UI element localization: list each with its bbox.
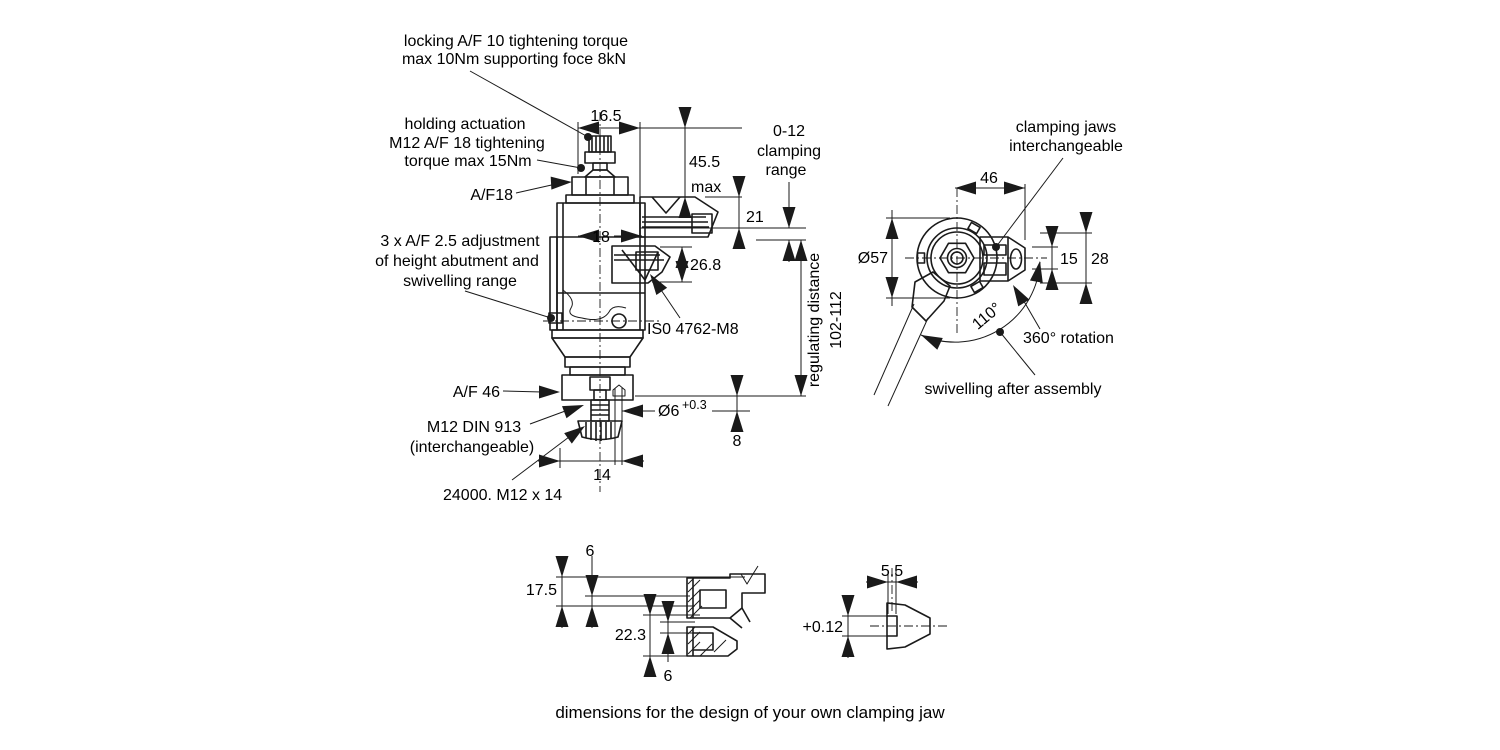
- callout-adjust-line3: swivelling range: [403, 273, 517, 290]
- jaw-top-detail: 5.5 +0.12: [803, 563, 947, 658]
- dim-clamp-3: range: [766, 162, 807, 179]
- front-callout-leaders: [464, 70, 681, 481]
- side-texts: clamping jaws interchangeable 46 Ø57 15 …: [858, 119, 1123, 398]
- dim-dia57: Ø57: [858, 250, 888, 267]
- dim-26-8: 26.8: [690, 257, 721, 274]
- callout-holding-line3: torque max 15Nm: [404, 153, 531, 170]
- jaw-section-texts: 6 17.5 22.3 6: [526, 543, 673, 685]
- dim-17-5: 17.5: [526, 582, 557, 599]
- callout-order-number: 24000. M12 x 14: [443, 487, 562, 504]
- dim-regulating-distance: regulating distance: [806, 253, 823, 387]
- dim-plus-0-12: +0.12: [803, 619, 844, 636]
- dim-clamp-1: 0-12: [773, 123, 805, 140]
- dim-16-5: 16.5: [590, 108, 621, 125]
- callout-swivel: swivelling after assembly: [925, 381, 1102, 398]
- dim-6-top: 6: [586, 543, 595, 560]
- callout-m12-line1: M12 DIN 913: [427, 419, 521, 436]
- dim-102-112: 102-112: [828, 291, 845, 349]
- dim-28: 28: [1091, 251, 1109, 268]
- dim-18: 18: [592, 229, 610, 246]
- callout-jaws-line1: clamping jaws: [1016, 119, 1116, 136]
- callout-af46: A/F 46: [453, 384, 500, 401]
- front-view: 16.5 45.5 max 21 0-12 clamping range 18 …: [375, 33, 845, 504]
- front-callout-texts: locking A/F 10 tightening torque max 10N…: [375, 33, 739, 504]
- callout-adjust-line2: of height abutment and: [375, 253, 539, 270]
- callout-holding-line2: M12 A/F 18 tightening: [389, 135, 545, 152]
- side-body-outline: [873, 217, 1026, 407]
- dim-15: 15: [1060, 251, 1078, 268]
- jaw-section-outline: [686, 565, 766, 657]
- jaw-top-centerlines: [870, 568, 947, 627]
- callout-locking-line1: locking A/F 10 tightening torque: [404, 33, 628, 50]
- jaw-top-outline: [886, 602, 931, 650]
- dim-clamp-2: clamping: [757, 143, 821, 160]
- callout-jaws-line2: interchangeable: [1009, 138, 1123, 155]
- dim-6-bottom: 6: [664, 668, 673, 685]
- dim-46: 46: [980, 170, 998, 187]
- side-centerlines: [905, 188, 1047, 335]
- drawing-caption: dimensions for the design of your own cl…: [555, 703, 945, 722]
- callout-iso: IS0 4762-M8: [647, 321, 739, 338]
- front-centerlines: [543, 112, 660, 492]
- callout-locking-line2: max 10Nm supporting foce 8kN: [402, 51, 626, 68]
- dim-45-5-max: max: [691, 179, 721, 196]
- side-view: clamping jaws interchangeable 46 Ø57 15 …: [858, 119, 1123, 407]
- side-callout-leaders: [992, 157, 1064, 376]
- front-dimension-texts: 16.5 45.5 max 21 0-12 clamping range 18 …: [590, 108, 845, 484]
- callout-af18: A/F18: [470, 187, 513, 204]
- dim-22-3: 22.3: [615, 627, 646, 644]
- callout-rotation: 360° rotation: [1023, 330, 1114, 347]
- dim-dia6-tolerance: +0.3: [682, 398, 707, 412]
- dim-8: 8: [733, 433, 742, 450]
- jaw-section-arrows: [555, 556, 675, 677]
- dim-dia6: Ø6: [658, 403, 679, 420]
- callout-m12-line2: (interchangeable): [410, 439, 535, 456]
- dim-14: 14: [593, 467, 611, 484]
- dim-45-5: 45.5: [689, 154, 720, 171]
- callout-adjust-line1: 3 x A/F 2.5 adjustment: [380, 233, 540, 250]
- dim-5-5: 5.5: [881, 563, 903, 580]
- jaw-section-detail: 6 17.5 22.3 6: [526, 543, 766, 685]
- callout-holding-line1: holding actuation: [405, 116, 526, 133]
- jaw-top-texts: 5.5 +0.12: [803, 563, 904, 636]
- dim-21: 21: [746, 209, 764, 226]
